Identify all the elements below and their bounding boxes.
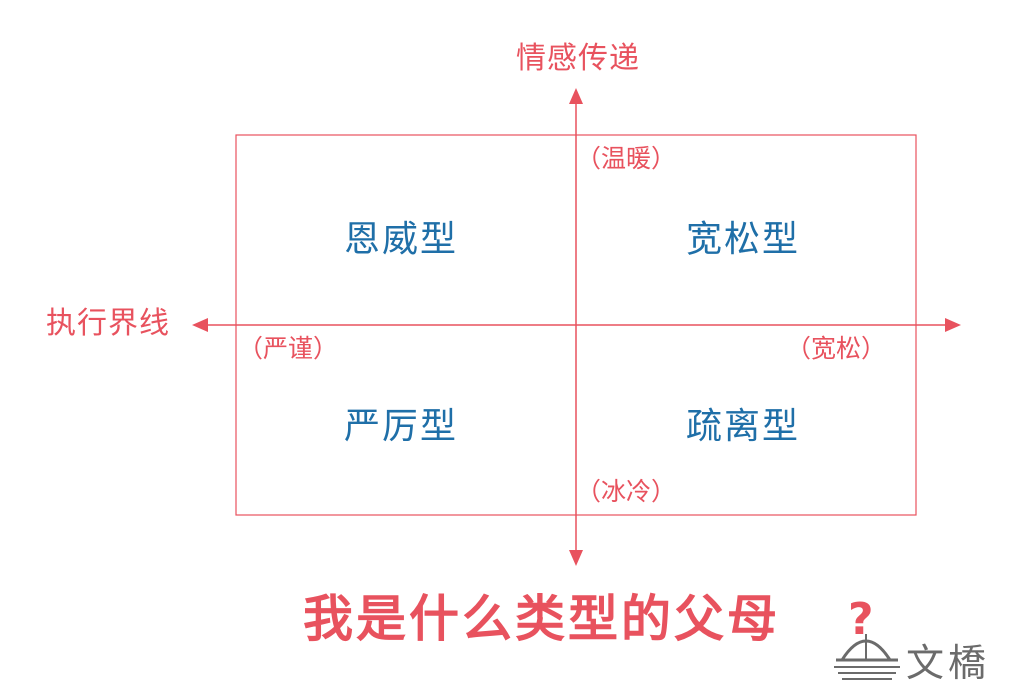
quadrant-top-right: 宽松型 [686, 219, 801, 260]
quadrant-bottom-right: 疏离型 [686, 406, 801, 447]
left-arrow-icon [192, 318, 208, 332]
bridge-icon [834, 634, 900, 680]
pole-label-top: （温暖） [576, 144, 677, 173]
quadrant-bottom-left: 严厉型 [344, 406, 459, 447]
horizontal-axis-label: 执行界线 [46, 306, 170, 341]
vertical-axis-label: 情感传递 [516, 41, 640, 76]
logo-text: 文橋 [906, 641, 991, 685]
right-arrow-icon [945, 318, 961, 332]
pole-label-left: （严谨） [238, 334, 339, 363]
pole-label-bottom: （冰冷） [576, 477, 677, 506]
pole-label-right: （宽松） [786, 334, 887, 363]
quadrant-top-left: 恩威型 [344, 219, 459, 260]
down-arrow-icon [569, 550, 583, 566]
up-arrow-icon [569, 88, 583, 104]
title-question-mark: ? [848, 594, 874, 645]
page-title: 我是什么类型的父母 [303, 590, 780, 648]
